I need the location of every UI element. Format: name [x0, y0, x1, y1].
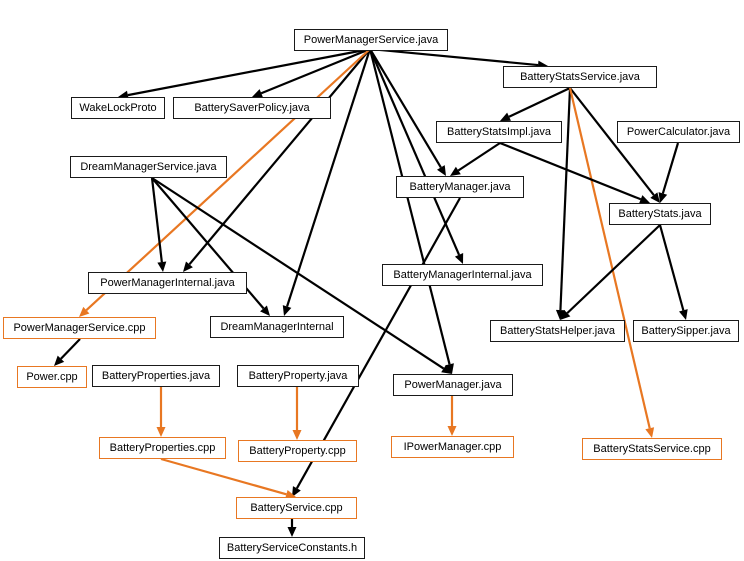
- arrowhead-pms-cpp: [79, 306, 90, 317]
- arrowhead-battery-properties-cpp: [156, 427, 166, 437]
- edge-battery-stats-to-battery-sipper: [658, 224, 685, 311]
- edge-battery-stats-to-bs-helper: [566, 224, 661, 314]
- arrowhead-bs-helper: [560, 309, 571, 320]
- edge-pms-java-to-bm-internal: [368, 48, 461, 256]
- node-battery-service-cpp[interactable]: BatteryService.cpp: [236, 497, 357, 519]
- node-battery-stats-service-cpp[interactable]: BatteryStatsService.cpp: [582, 438, 722, 460]
- arrowhead-dm-internal: [260, 305, 270, 316]
- edge-battery-properties-cpp-to-battery-service-cpp: [160, 457, 287, 496]
- edge-pms-cpp-to-power-cpp: [60, 338, 81, 360]
- node-battery-stats-impl-java[interactable]: BatteryStatsImpl.java: [436, 121, 562, 143]
- arrowhead-power-manager-java: [445, 363, 454, 374]
- node-battery-service-constants-h[interactable]: BatteryServiceConstants.h: [219, 537, 365, 559]
- edge-bsi-java-to-battery-manager: [457, 142, 501, 172]
- node-battery-saver-policy-java[interactable]: BatterySaverPolicy.java: [173, 97, 331, 119]
- node-dream-manager-service-java[interactable]: DreamManagerService.java: [70, 156, 227, 178]
- node-battery-properties-cpp[interactable]: BatteryProperties.cpp: [99, 437, 226, 459]
- arrowhead-battery-service-constants: [287, 527, 297, 537]
- arrowhead-dm-internal: [282, 305, 292, 316]
- edge-pms-java-to-bss-java: [369, 47, 539, 67]
- arrowhead-ipower-manager-cpp: [447, 426, 457, 436]
- arrowhead-power-cpp: [54, 355, 65, 366]
- node-power-calculator-java[interactable]: PowerCalculator.java: [617, 121, 740, 143]
- arrowhead-battery-stats: [650, 192, 660, 203]
- node-wake-lock-proto[interactable]: WakeLockProto: [71, 97, 165, 119]
- edge-pms-java-to-power-manager-java: [368, 48, 451, 365]
- arrowhead-pm-internal: [183, 261, 193, 272]
- node-power-manager-internal-java[interactable]: PowerManagerInternal.java: [88, 272, 247, 294]
- edge-pms-java-to-battery-saver-policy: [260, 47, 371, 95]
- edge-bss-java-to-bsi-java: [508, 87, 571, 118]
- edge-pms-java-to-dm-internal: [286, 48, 372, 307]
- node-battery-properties-java[interactable]: BatteryProperties.java: [92, 365, 220, 387]
- node-dream-manager-internal[interactable]: DreamManagerInternal: [210, 316, 344, 338]
- node-battery-manager-java[interactable]: BatteryManager.java: [396, 176, 524, 198]
- node-battery-stats-helper-java[interactable]: BatteryStatsHelper.java: [490, 320, 625, 342]
- arrowhead-battery-manager: [437, 165, 446, 176]
- node-battery-property-java[interactable]: BatteryProperty.java: [237, 365, 359, 387]
- arrowhead-bsi-java: [500, 112, 511, 121]
- node-battery-property-cpp[interactable]: BatteryProperty.cpp: [238, 440, 357, 462]
- edge-pms-java-to-wakelock-proto: [127, 47, 371, 97]
- node-power-manager-java[interactable]: PowerManager.java: [393, 374, 513, 396]
- node-battery-stats-service-java[interactable]: BatteryStatsService.java: [503, 66, 657, 88]
- node-ipower-manager-cpp[interactable]: IPowerManager.cpp: [391, 436, 514, 458]
- edge-pms-java-to-battery-manager: [369, 48, 442, 168]
- edge-dms-java-to-pm-internal: [150, 177, 163, 263]
- arrowhead-bm-internal: [454, 253, 464, 264]
- node-battery-stats-java[interactable]: BatteryStats.java: [609, 203, 711, 225]
- arrowhead-battery-stats: [658, 192, 668, 203]
- node-battery-manager-internal-java[interactable]: BatteryManagerInternal.java: [382, 264, 543, 286]
- arrowhead-battery-service-cpp: [292, 486, 301, 497]
- arrowhead-pm-internal: [157, 261, 167, 272]
- arrowhead-bss-cpp: [645, 427, 655, 438]
- node-battery-sipper-java[interactable]: BatterySipper.java: [633, 320, 739, 342]
- node-power-manager-service-java[interactable]: PowerManagerService.java: [294, 29, 448, 51]
- arrowhead-battery-property-cpp: [292, 430, 302, 440]
- arrowhead-battery-manager: [450, 166, 461, 176]
- arrowhead-power-manager-java: [441, 364, 452, 374]
- arrowhead-battery-sipper: [679, 309, 688, 320]
- node-power-manager-service-cpp[interactable]: PowerManagerService.cpp: [3, 317, 156, 339]
- arrowhead-bs-helper: [555, 309, 565, 320]
- edge-power-calculator-to-battery-stats: [661, 142, 680, 194]
- node-power-cpp[interactable]: Power.cpp: [17, 366, 87, 388]
